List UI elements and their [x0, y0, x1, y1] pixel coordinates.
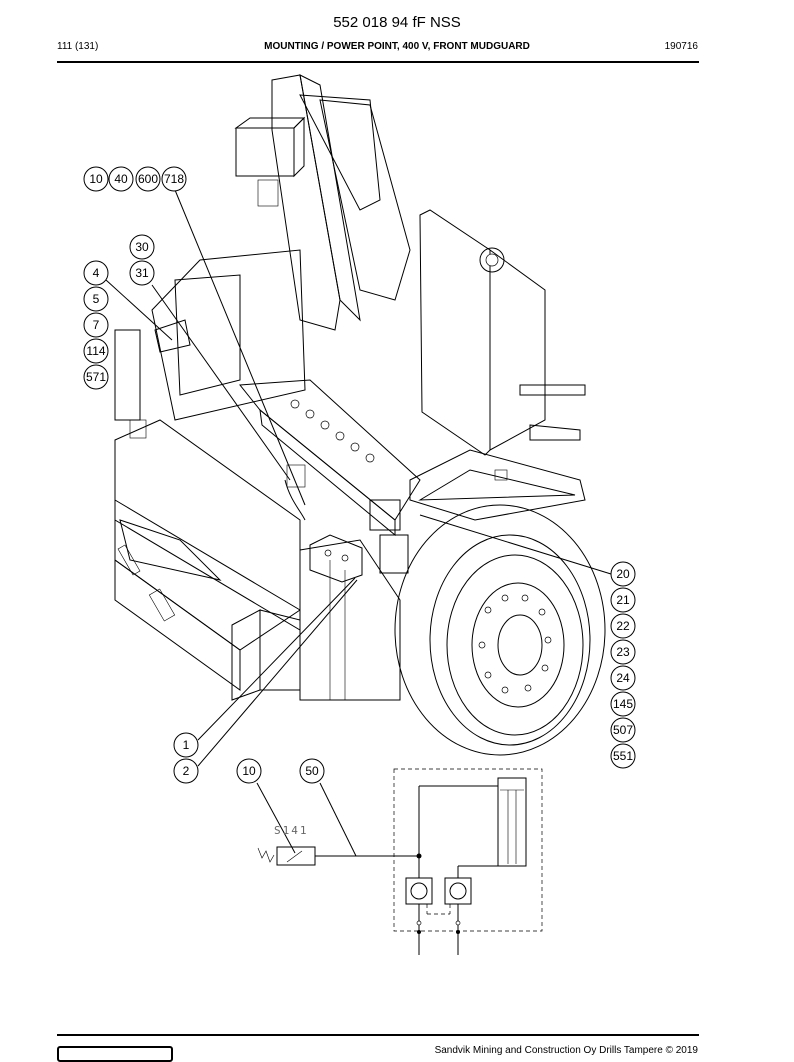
callout-718: 718 — [161, 166, 187, 192]
switch-label: S141 — [274, 824, 309, 837]
svg-text:10: 10 — [89, 172, 103, 186]
svg-text:30: 30 — [135, 240, 149, 254]
svg-text:507: 507 — [613, 723, 633, 737]
callout-2: 2 — [173, 758, 199, 784]
circuit-schematic: S141 — [257, 768, 543, 955]
callout-145: 145 — [610, 691, 636, 717]
svg-text:21: 21 — [616, 593, 630, 607]
svg-text:145: 145 — [613, 697, 633, 711]
svg-text:718: 718 — [164, 172, 184, 186]
svg-text:22: 22 — [616, 619, 630, 633]
svg-text:114: 114 — [86, 344, 105, 358]
callout-22: 22 — [610, 613, 636, 639]
svg-text:20: 20 — [616, 567, 630, 581]
callout-30: 30 — [129, 234, 155, 260]
callout-10b: 10 — [236, 758, 262, 784]
callout-40: 40 — [108, 166, 134, 192]
svg-text:2: 2 — [183, 764, 190, 778]
header-rule — [57, 61, 699, 63]
svg-text:1: 1 — [183, 738, 190, 752]
callout-114: 114 — [83, 338, 109, 364]
callout-50: 50 — [299, 758, 325, 784]
callout-571: 571 — [83, 364, 109, 390]
callout-551: 551 — [610, 743, 636, 769]
callout-23: 23 — [610, 639, 636, 665]
callout-24: 24 — [610, 665, 636, 691]
svg-text:5: 5 — [93, 292, 100, 306]
callout-20: 20 — [610, 561, 636, 587]
callout-10a: 10 — [83, 166, 109, 192]
svg-text:10: 10 — [242, 764, 256, 778]
svg-text:571: 571 — [86, 370, 106, 384]
leader-lines — [105, 189, 612, 857]
svg-text:50: 50 — [305, 764, 319, 778]
document-number: 552 018 94 fF NSS — [333, 14, 461, 31]
callout-7: 7 — [83, 312, 109, 338]
callout-5: 5 — [83, 286, 109, 312]
callout-600: 600 — [135, 166, 161, 192]
footer-rule — [57, 1034, 699, 1036]
svg-text:4: 4 — [93, 266, 100, 280]
callout-4: 4 — [83, 260, 109, 286]
page-number: 111 (131) — [57, 41, 99, 52]
chassis-drawing — [114, 74, 606, 756]
svg-text:600: 600 — [138, 172, 158, 186]
svg-text:23: 23 — [616, 645, 630, 659]
callout-1: 1 — [173, 732, 199, 758]
callout-31: 31 — [129, 260, 155, 286]
svg-text:24: 24 — [616, 671, 630, 685]
page-title: MOUNTING / POWER POINT, 400 V, FRONT MUD… — [264, 41, 530, 52]
svg-text:40: 40 — [114, 172, 128, 186]
svg-text:551: 551 — [613, 749, 633, 763]
svg-text:31: 31 — [135, 266, 149, 280]
callout-21: 21 — [610, 587, 636, 613]
svg-text:7: 7 — [93, 318, 100, 332]
company-logo — [57, 1046, 173, 1062]
callout-507: 507 — [610, 717, 636, 743]
document-code: 190716 — [664, 41, 698, 52]
footer-copyright: Sandvik Mining and Construction Oy Drill… — [434, 1045, 698, 1056]
